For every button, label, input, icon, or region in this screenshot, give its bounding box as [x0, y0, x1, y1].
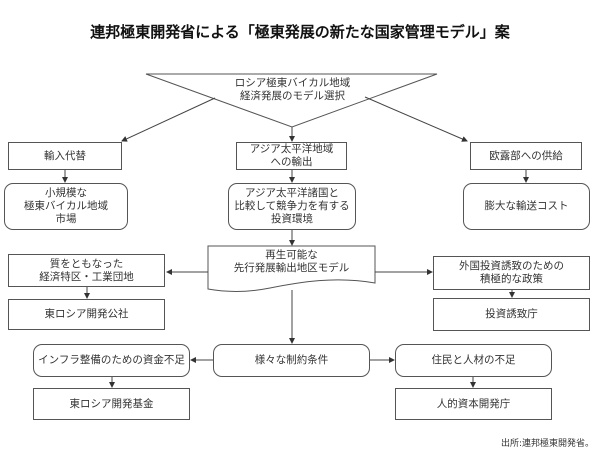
- special-economic-zones-box: 質をともなった 経済特区・工業団地: [8, 254, 165, 287]
- competitive-investment-env-box: アジア太平洋諸国と 比較して競争力を有する 投資環境: [228, 183, 356, 230]
- advanced-development-zone-model-label: 再生可能な 先行発展輸出地区モデル: [233, 249, 350, 274]
- transport-cost-box: 膨大な輸送コスト: [463, 183, 590, 230]
- top-decision-shape: [145, 73, 438, 128]
- import-substitution-box: 輸入代替: [8, 142, 122, 170]
- arrow-top-to-european-supply: [364, 96, 468, 142]
- east-russia-corporation-box: 東ロシア開発公社: [8, 299, 165, 330]
- source-note: 出所:連邦極東開発省。: [500, 439, 594, 449]
- diagram-title: 連邦極東開発省による「極東発展の新たな国家管理モデル」案: [90, 23, 510, 41]
- east-russia-development-fund-box: 東ロシア開発基金: [33, 388, 190, 420]
- small-regional-market-box: 小規模な 極東バイカル地域 市場: [4, 183, 128, 230]
- arrow-top-to-import-substitution: [121, 97, 216, 142]
- infrastructure-funding-shortage-box: インフラ整備のための資金不足: [33, 344, 190, 377]
- model-selection-label: ロシア極東バイカル地域 経済発展のモデル選択: [234, 77, 351, 102]
- various-constraints-box: 様々な制約条件: [213, 344, 370, 377]
- european-russia-supply-box: 欧露部への供給: [470, 142, 582, 170]
- fdi-policy-box: 外国投資誘致のための 積極的な政策: [433, 256, 590, 290]
- investment-agency-box: 投資誘致庁: [433, 298, 590, 331]
- population-talent-shortage-box: 住民と人材の不足: [395, 344, 552, 377]
- asia-pacific-export-box: アジア太平洋地域 への輸出: [236, 142, 347, 170]
- model-document-shape: [207, 245, 376, 292]
- human-capital-agency-box: 人的資本開発庁: [395, 388, 552, 420]
